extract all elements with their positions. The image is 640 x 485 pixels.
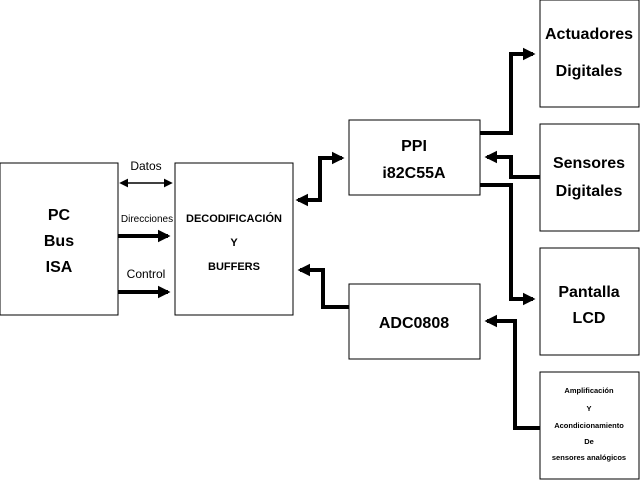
pc-label: PC [48, 207, 71, 224]
sensores-label: Sensores [553, 155, 625, 172]
ppi-actuadores-arrow [480, 47, 536, 135]
sensores-digitales-block: Sensores Digitales [539, 123, 640, 232]
decodificacion-buffers-block: DECODIFICACIÓN Y BUFFERS [174, 162, 294, 316]
lcd-label: LCD [573, 310, 606, 327]
y-label: Y [230, 237, 238, 249]
adc0808-label: ADC0808 [379, 315, 449, 332]
adc0808-block: ADC0808 [348, 283, 481, 360]
direcciones-arrow: Direcciones [118, 214, 173, 243]
datos-label: Datos [130, 159, 161, 173]
amplificacion-label: Amplificación [564, 386, 614, 395]
adc-decod-arrow [297, 263, 349, 309]
pc-bus-isa-block: PC Bus ISA [0, 162, 119, 316]
ppi-pantalla-arrow [480, 183, 536, 306]
amplif-y-label: Y [586, 404, 591, 413]
de-label: De [584, 437, 594, 446]
digitales-label-2: Digitales [556, 183, 623, 200]
ppi-block: PPI i82C55A [348, 119, 481, 196]
i82c55a-label: i82C55A [382, 165, 446, 182]
actuadores-digitales-block: Actuadores Digitales [539, 0, 640, 108]
acondicionamiento-label: Acondicionamiento [554, 421, 624, 430]
decod-ppi-connector [295, 151, 345, 207]
control-arrow: Control [118, 267, 171, 299]
direcciones-label: Direcciones [121, 214, 173, 225]
amplificacion-block: Amplificación Y Acondicionamiento De sen… [539, 371, 640, 480]
pantalla-lcd-block: Pantalla LCD [539, 247, 640, 356]
control-label: Control [127, 267, 166, 281]
digitales-label-1: Digitales [556, 63, 623, 80]
amplif-adc-arrow [484, 314, 540, 430]
isa-label: ISA [46, 259, 73, 276]
sensores-ppi-arrow [484, 150, 540, 179]
bus-label: Bus [44, 233, 74, 250]
decodificacion-label: DECODIFICACIÓN [186, 212, 282, 225]
pantalla-label: Pantalla [558, 284, 619, 301]
actuadores-label: Actuadores [545, 26, 633, 43]
datos-connector: Datos [119, 159, 173, 188]
ppi-label: PPI [401, 138, 427, 155]
sensores-analogicos-label: sensores analógicos [552, 453, 626, 462]
buffers-label: BUFFERS [208, 261, 260, 273]
